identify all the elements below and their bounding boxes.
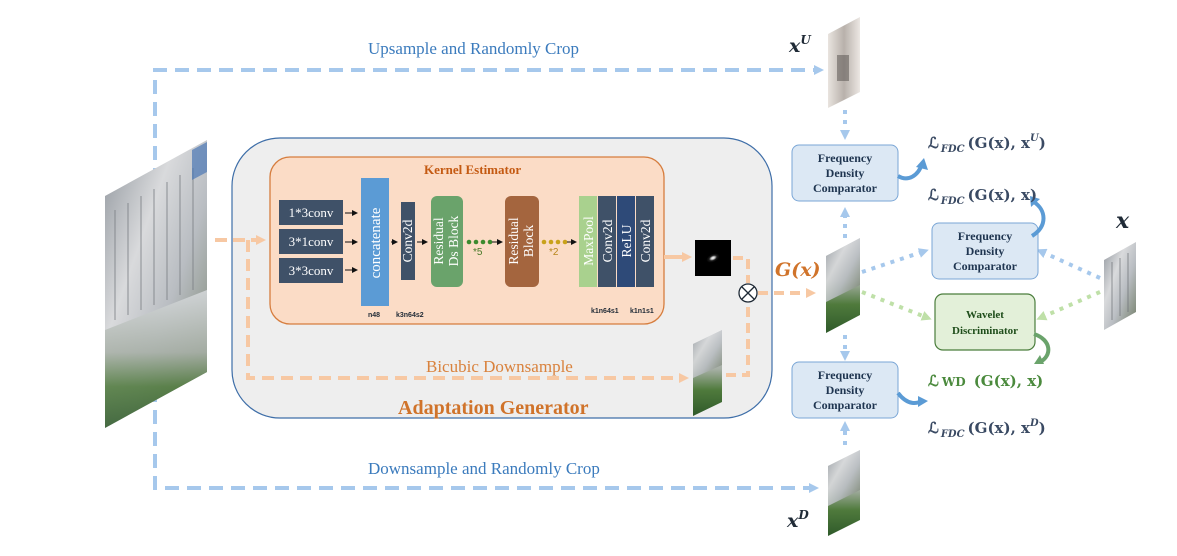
concatenate-block: concatenate: [361, 178, 389, 306]
residual-block: Residual Block: [505, 196, 539, 287]
concatenate-sub: n48: [368, 312, 380, 319]
xu-image: [828, 17, 860, 108]
svg-text:ReLU: ReLU: [619, 224, 634, 257]
x-image: [1104, 242, 1136, 330]
fdc-connectors: [840, 110, 1101, 445]
svg-text:Conv2d: Conv2d: [638, 219, 653, 262]
xd-label: xD: [786, 508, 809, 532]
conv-arrows: [345, 210, 358, 273]
svg-text:Frequency: Frequency: [818, 151, 872, 165]
conv-box-3x3: 3*3conv: [279, 258, 343, 283]
bicubic-image: [693, 330, 722, 416]
svg-text:Density: Density: [826, 383, 865, 397]
svg-text:3*1conv: 3*1conv: [289, 234, 334, 249]
conv-box-1x3: 1*3conv: [279, 200, 343, 225]
conv2d-block-1: Conv2d: [400, 202, 415, 280]
k1n64s1-label: k1n64s1: [591, 308, 619, 315]
residual-ds-block: Residual Ds Block: [431, 196, 463, 287]
downsample-path: [153, 300, 819, 493]
svg-text:Ds Block: Ds Block: [446, 215, 461, 266]
conv2d-block-2: Conv2d: [598, 196, 616, 287]
times5-label: *5: [473, 247, 483, 258]
repeat-dots-5: [466, 239, 493, 245]
relu-block: ReLU: [617, 196, 635, 287]
svg-text:Block: Block: [521, 225, 536, 257]
bicubic-path: [246, 240, 689, 383]
svg-text:Density: Density: [826, 166, 865, 180]
xd-image: [828, 450, 860, 536]
kernel-estimator-title: Kernel Estimator: [424, 162, 521, 177]
wavelet-connectors: [861, 290, 1101, 321]
estimated-kernel-image: [695, 240, 731, 276]
wavelet-discriminator-box: Wavelet Discriminator: [934, 293, 1036, 351]
svg-text:Comparator: Comparator: [813, 181, 878, 195]
svg-text:Conv2d: Conv2d: [600, 219, 615, 262]
fdc-box-middle: Frequency Density Comparator: [931, 222, 1039, 280]
fdc-box-bottom: Frequency Density Comparator: [791, 361, 899, 419]
x-label: x: [1115, 208, 1130, 234]
svg-text:Conv2d: Conv2d: [400, 219, 415, 262]
svg-text:concatenate: concatenate: [368, 207, 384, 278]
svg-text:Residual: Residual: [431, 217, 446, 264]
downsample-label: Downsample and Randomly Crop: [368, 459, 600, 478]
svg-text:Frequency: Frequency: [818, 368, 872, 382]
bicubic-label: Bicubic Downsample: [426, 357, 573, 376]
adaptation-generator-title: Adaptation Generator: [398, 397, 589, 419]
svg-text:Frequency: Frequency: [958, 229, 1012, 243]
svg-text:Residual: Residual: [506, 217, 521, 264]
bicubic-to-mult: [726, 302, 750, 377]
loss-curves: [896, 158, 1051, 407]
svg-text:Comparator: Comparator: [953, 259, 1018, 273]
k1n1s1-label: k1n1s1: [630, 308, 654, 315]
kernel-to-mult: [733, 256, 750, 283]
fdc-box-top: Frequency Density Comparator: [791, 144, 899, 202]
svg-text:Comparator: Comparator: [813, 398, 878, 412]
gx-label: G(x): [775, 259, 821, 281]
input-image: [105, 140, 207, 428]
conv-box-3x1: 3*1conv: [279, 229, 343, 254]
svg-text:Discriminator: Discriminator: [952, 325, 1018, 337]
repeat-dots-2: [541, 239, 568, 245]
svg-text:3*3conv: 3*3conv: [289, 263, 334, 278]
svg-text:Wavelet: Wavelet: [966, 309, 1004, 321]
svg-text:1*3conv: 1*3conv: [289, 205, 334, 220]
maxpool-block: MaxPool: [579, 196, 597, 287]
times2-label: *2: [549, 247, 559, 258]
svg-text:MaxPool: MaxPool: [581, 216, 596, 266]
conv2d-block-3: Conv2d: [636, 196, 654, 287]
upsample-label: Upsample and Randomly Crop: [368, 39, 579, 58]
conv2d-1-sub: k3n64s2: [396, 312, 424, 319]
multiply-icon: [738, 283, 758, 303]
xu-label: xU: [788, 33, 812, 57]
gx-image: [826, 238, 860, 333]
svg-text:Density: Density: [966, 244, 1005, 258]
